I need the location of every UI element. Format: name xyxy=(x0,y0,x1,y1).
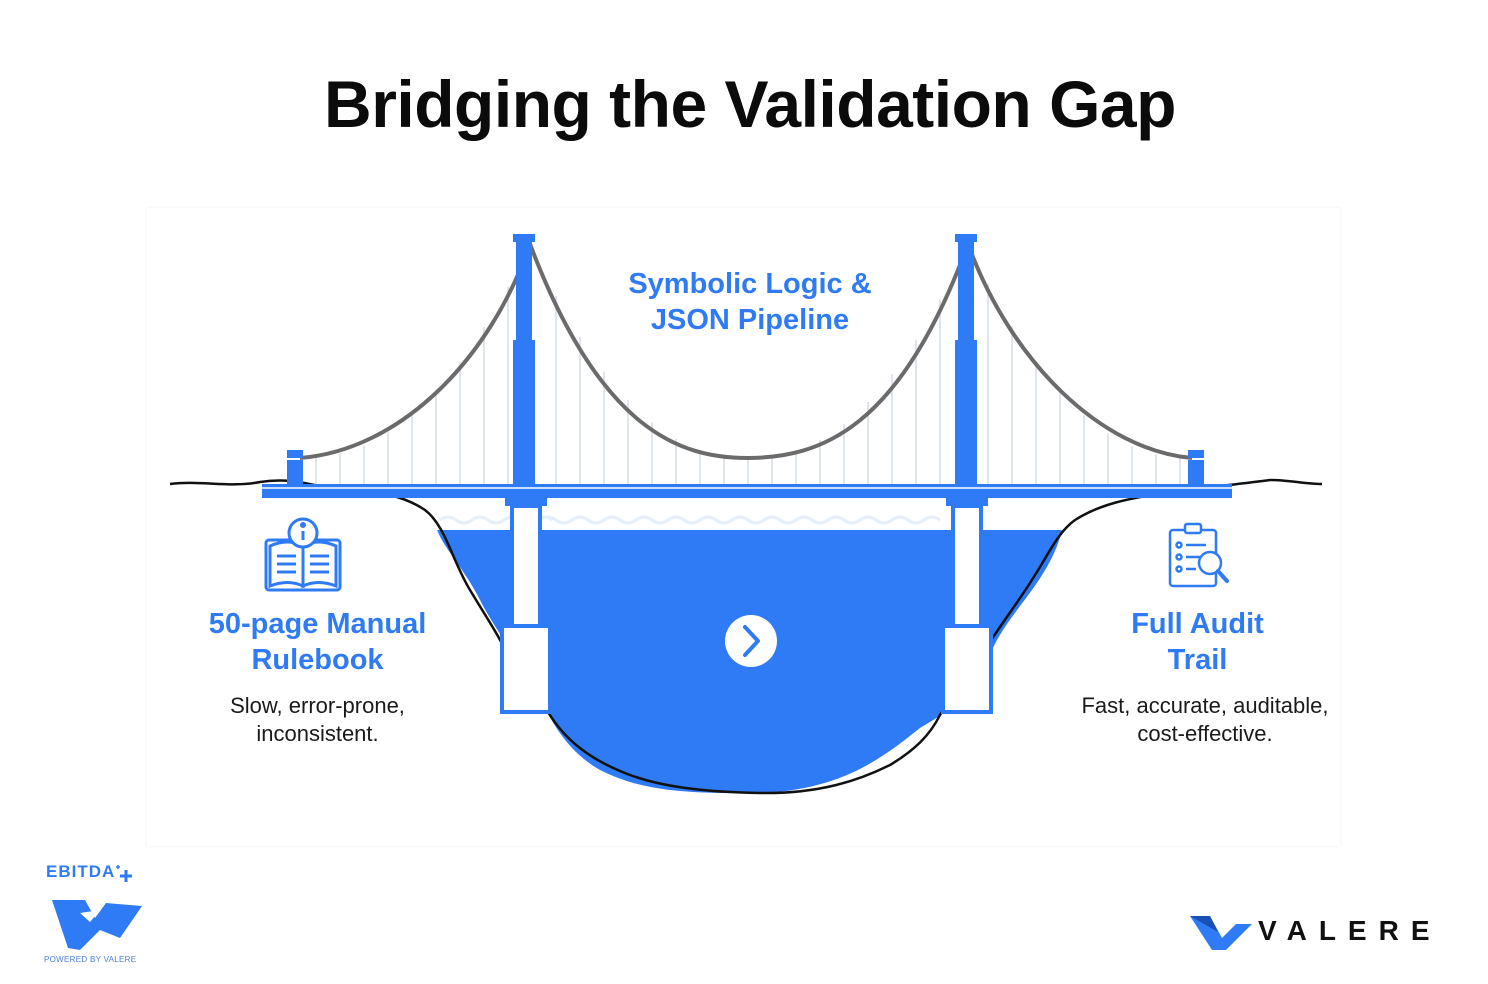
page-title: Bridging the Validation Gap xyxy=(324,67,1176,141)
right-anchor xyxy=(1188,450,1204,484)
right-pier xyxy=(941,498,993,714)
suspender-cables xyxy=(315,283,1181,484)
valere-logo: VALERE xyxy=(1188,910,1458,956)
main-cable-center xyxy=(528,243,970,461)
center-label: Symbolic Logic & JSON Pipeline xyxy=(628,268,872,336)
ebitda-logo: EBITDA POWERED BY VALERE xyxy=(30,858,160,973)
ebitda-mark-icon xyxy=(52,865,142,950)
right-description: Fast, accurate, auditable, cost-effectiv… xyxy=(1081,693,1329,746)
left-tower xyxy=(513,234,535,484)
clipboard-magnifier-icon xyxy=(1168,522,1229,588)
powered-by-text: POWERED BY VALERE xyxy=(44,955,137,964)
main-cable-right xyxy=(966,243,1193,460)
right-label: Full Audit Trail xyxy=(1131,608,1264,676)
main-cable-left xyxy=(299,243,532,460)
valere-text: VALERE xyxy=(1258,915,1442,946)
open-book-info-icon xyxy=(264,517,342,592)
terrain-outline xyxy=(169,478,1323,795)
valere-mark-icon xyxy=(1190,916,1252,950)
ebitda-text: EBITDA xyxy=(46,862,116,881)
left-description: Slow, error-prone, inconsistent. xyxy=(230,693,405,746)
left-label: 50-page Manual Rulebook xyxy=(208,608,427,676)
left-pier xyxy=(500,498,552,714)
left-anchor xyxy=(287,450,303,484)
bridge-deck xyxy=(262,484,1232,498)
right-tower xyxy=(955,234,977,484)
chevron-right-icon xyxy=(725,615,777,667)
